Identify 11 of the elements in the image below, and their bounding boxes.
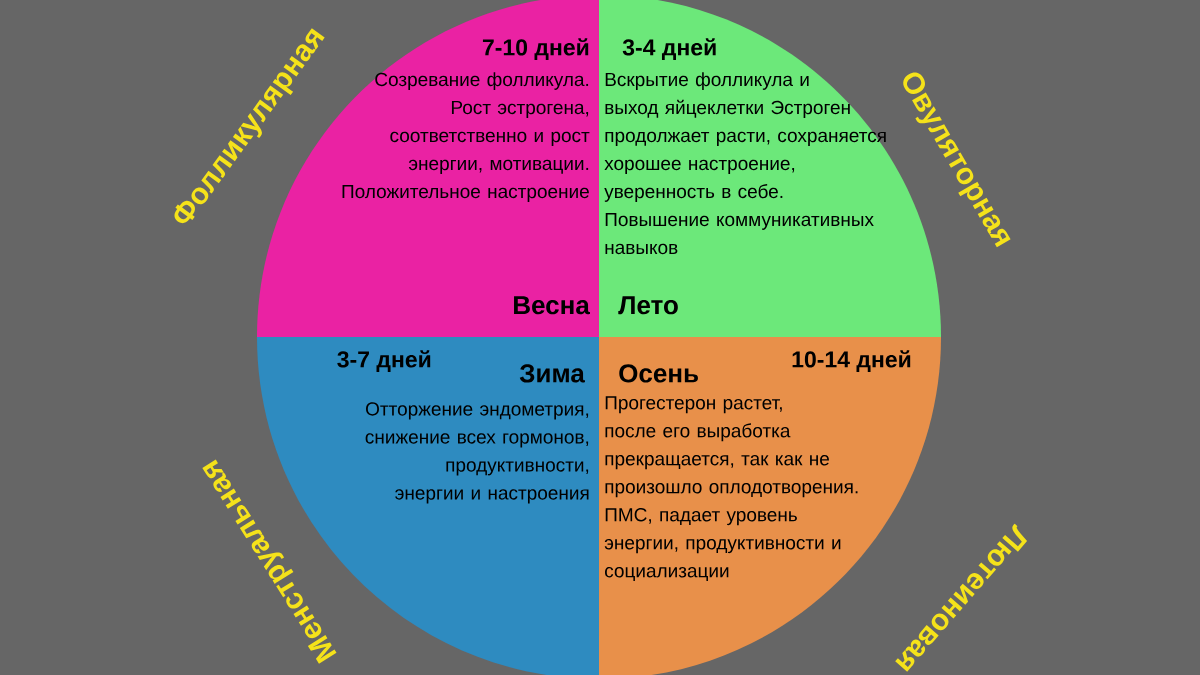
duration-label: 3-4 дней [622,38,716,60]
season-label: Весна [514,296,590,315]
description-text: Созревание фолликула. Рост эстрогена, соответственно и рост энергии, мотивации. Положительное настроение [342,72,590,202]
season-label: Осень [619,364,698,383]
duration-label: 7-10 дней [482,38,589,60]
description-text: Отторжение эндометрия, снижение всех гормонов, продуктивности, энергии и настроения [365,402,589,504]
season-label: Лето [618,296,678,315]
duration-label: 10-14 дней [792,350,911,372]
season-label: Зима [519,364,585,383]
duration-label: 3-7 дней [337,350,431,372]
description-text: Прогестерон растет, после его выработка прекращается, так как не произошло оплодотворения. ПМС, падает уровень энергии, продуктивности и социализации [604,396,858,582]
